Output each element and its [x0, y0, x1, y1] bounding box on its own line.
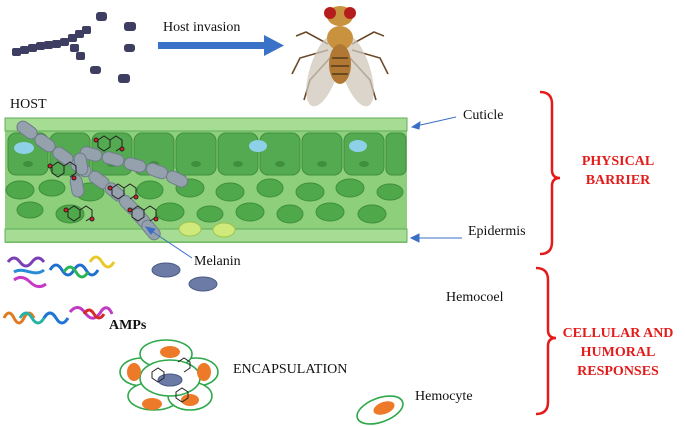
cuticle-label: Cuticle	[463, 108, 504, 123]
host-invasion-arrow	[158, 35, 284, 56]
amp-structures	[2, 255, 116, 325]
cellular-humoral-line-2: HUMORAL	[580, 345, 656, 360]
pointer-arrows	[144, 116, 462, 259]
physical-barrier-line-2: BARRIER	[585, 173, 651, 188]
encapsulation-cluster	[119, 339, 219, 411]
right-brackets	[535, 90, 561, 416]
hemocoel-particles	[151, 262, 218, 292]
encapsulation-label: ENCAPSULATION	[233, 362, 348, 377]
epidermis-label: Epidermis	[468, 224, 526, 239]
fungal-spores	[12, 12, 136, 83]
cellular-humoral-label: CELLULAR AND HUMORAL RESPONSES	[554, 324, 682, 381]
host-tissue	[4, 117, 408, 243]
cellular-humoral-line-3: RESPONSES	[577, 364, 659, 379]
fungal-hyphae	[16, 120, 189, 241]
host-label: HOST	[10, 97, 47, 112]
hemocoel-label: Hemocoel	[446, 290, 504, 305]
host-invasion-label: Host invasion	[163, 20, 241, 35]
cellular-humoral-line-1: CELLULAR AND	[562, 326, 674, 341]
hemocyte-label: Hemocyte	[415, 389, 473, 404]
melanin-label: Melanin	[194, 254, 241, 269]
hemocyte-cell	[356, 395, 404, 425]
physical-barrier-label: PHYSICAL BARRIER	[560, 152, 676, 190]
physical-barrier-line-1: PHYSICAL	[581, 154, 655, 169]
fruit-fly-illustration	[291, 6, 389, 107]
melanin-molecules	[47, 135, 159, 222]
amps-label: AMPs	[109, 318, 147, 333]
